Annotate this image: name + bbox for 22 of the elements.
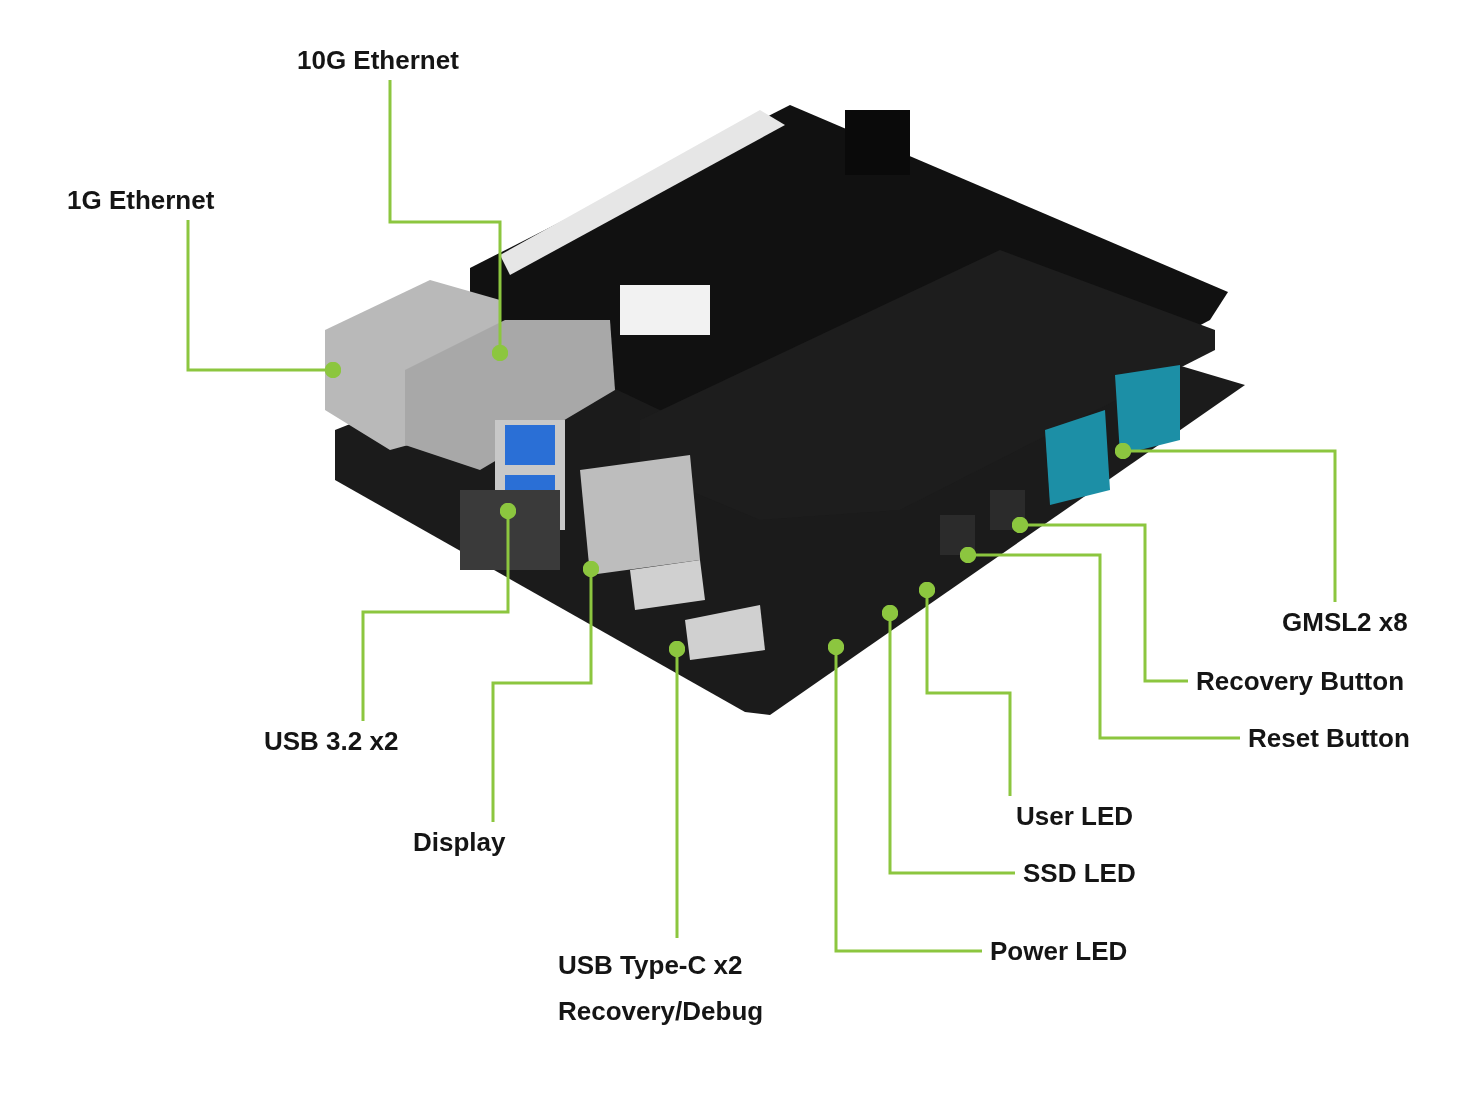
callout-label: USB 3.2 x2 [264, 725, 399, 757]
callout-label: SSD LED [1023, 857, 1136, 889]
leader-line [491, 560, 600, 822]
leader-line [361, 502, 517, 721]
callout-label: Power LED [990, 935, 1128, 967]
callout-label: Reset Button [1248, 722, 1410, 754]
callout-label: GMSL2 x8 [1282, 606, 1408, 638]
leader-line [388, 80, 509, 362]
leader-line [668, 640, 686, 938]
leader-line [881, 604, 1015, 875]
leader-line [827, 638, 982, 953]
leader-line [959, 546, 1240, 740]
callout-label: 10G Ethernet [297, 44, 459, 76]
callout-label: 1G Ethernet [67, 184, 215, 216]
callout-label: User LED [1016, 800, 1134, 832]
leader-line [1011, 516, 1188, 683]
callout-label: Recovery Button [1196, 665, 1405, 697]
callout-label: Display [413, 826, 506, 858]
leader-line [1114, 442, 1337, 602]
leader-line [186, 220, 342, 379]
leader-line [918, 581, 1012, 796]
callout-label: USB Type-C x2 Recovery/Debug [558, 942, 808, 1034]
